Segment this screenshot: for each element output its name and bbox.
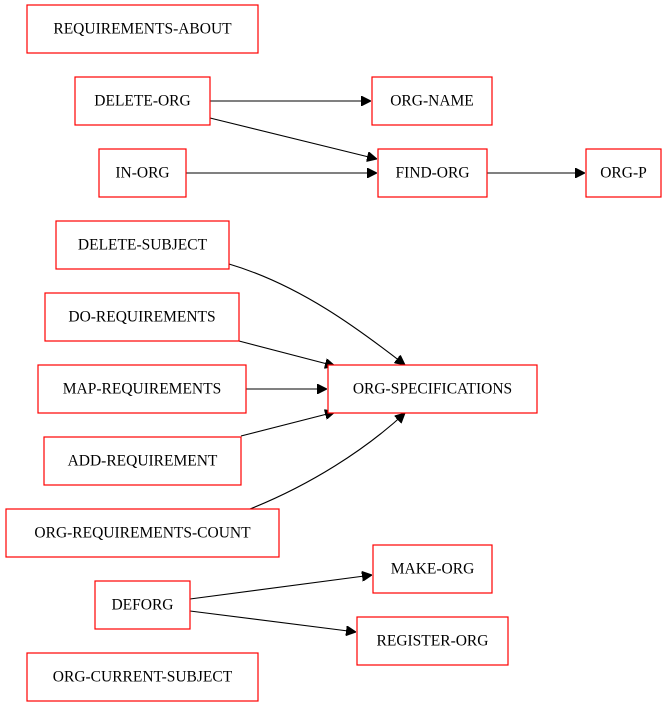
node-label: REQUIREMENTS-ABOUT bbox=[53, 21, 232, 38]
node-label: ORG-P bbox=[600, 165, 647, 182]
node-label: REGISTER-ORG bbox=[377, 633, 489, 650]
node-label: IN-ORG bbox=[115, 165, 169, 182]
edge-add-requirement-to-org-specifications bbox=[240, 412, 335, 437]
node-label: MAP-REQUIREMENTS bbox=[63, 381, 221, 398]
node-label: DELETE-ORG bbox=[94, 93, 190, 110]
node-org-name[interactable]: ORG-NAME bbox=[371, 76, 493, 126]
node-label: ORG-SPECIFICATIONS bbox=[353, 381, 512, 398]
node-label: ORG-REQUIREMENTS-COUNT bbox=[34, 525, 251, 542]
node-requirements-about[interactable]: REQUIREMENTS-ABOUT bbox=[26, 4, 259, 54]
node-register-org[interactable]: REGISTER-ORG bbox=[356, 616, 509, 666]
node-org-p[interactable]: ORG-P bbox=[585, 148, 662, 198]
edge-org-requirements-count-to-org-specifications bbox=[249, 413, 405, 510]
node-do-requirements[interactable]: DO-REQUIREMENTS bbox=[44, 292, 240, 342]
node-label: MAKE-ORG bbox=[391, 561, 475, 578]
edge-deforg-to-register-org bbox=[189, 610, 356, 632]
edge-delete-subject-to-org-specifications bbox=[228, 263, 405, 365]
node-label: FIND-ORG bbox=[395, 165, 469, 182]
edge-delete-org-to-find-org bbox=[209, 117, 377, 159]
node-label: ORG-CURRENT-SUBJECT bbox=[53, 669, 233, 686]
edge-do-requirements-to-org-specifications bbox=[238, 340, 335, 366]
edges bbox=[186, 101, 585, 632]
node-delete-subject[interactable]: DELETE-SUBJECT bbox=[55, 220, 230, 270]
node-in-org[interactable]: IN-ORG bbox=[98, 148, 187, 198]
node-add-requirement[interactable]: ADD-REQUIREMENT bbox=[43, 436, 242, 486]
node-org-requirements-count[interactable]: ORG-REQUIREMENTS-COUNT bbox=[5, 508, 280, 558]
node-delete-org[interactable]: DELETE-ORG bbox=[74, 76, 211, 126]
node-find-org[interactable]: FIND-ORG bbox=[377, 148, 488, 198]
node-make-org[interactable]: MAKE-ORG bbox=[372, 544, 493, 594]
node-map-requirements[interactable]: MAP-REQUIREMENTS bbox=[37, 364, 247, 414]
node-label: DEFORG bbox=[111, 597, 173, 614]
node-org-current-subject[interactable]: ORG-CURRENT-SUBJECT bbox=[26, 652, 259, 702]
node-org-specifications[interactable]: ORG-SPECIFICATIONS bbox=[327, 364, 538, 414]
nodes: REQUIREMENTS-ABOUT DELETE-ORG ORG-NAME I… bbox=[5, 4, 662, 702]
node-label: ADD-REQUIREMENT bbox=[68, 453, 218, 470]
node-label: DELETE-SUBJECT bbox=[78, 237, 208, 254]
edge-deforg-to-make-org bbox=[189, 575, 372, 600]
node-deforg[interactable]: DEFORG bbox=[94, 580, 191, 630]
node-label: DO-REQUIREMENTS bbox=[68, 309, 215, 326]
node-label: ORG-NAME bbox=[390, 93, 474, 110]
